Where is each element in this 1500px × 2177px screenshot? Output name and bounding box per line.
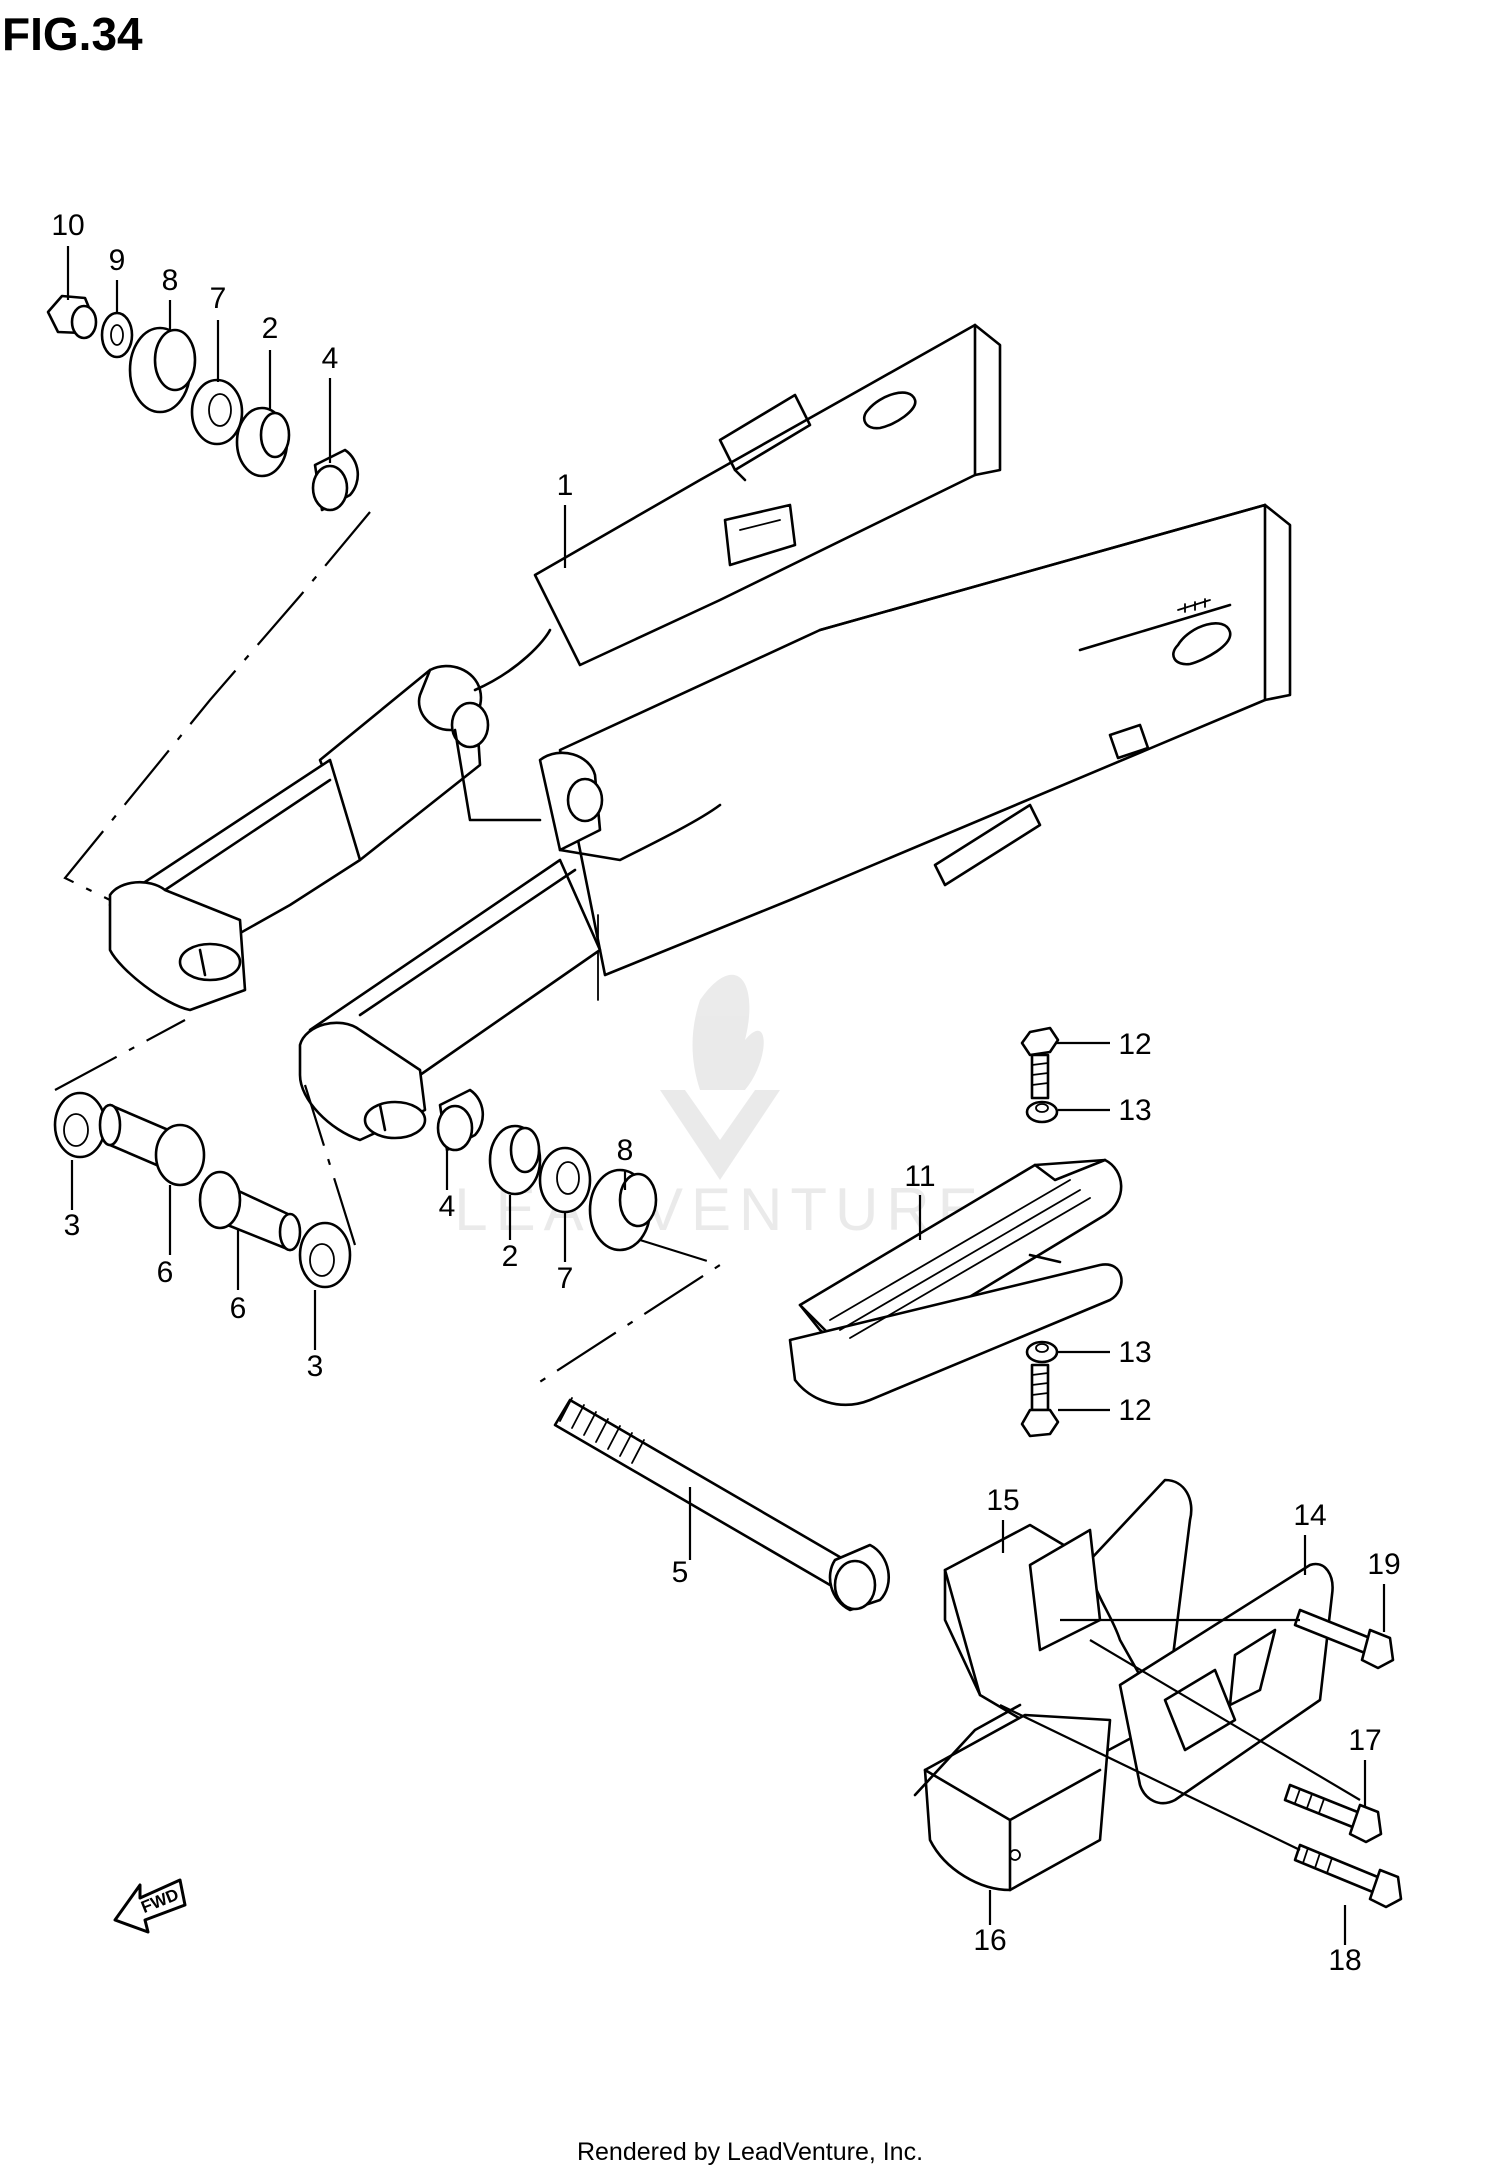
callout-18-bolt: 18 <box>1328 1944 1361 1977</box>
bearing-8b <box>588 1168 658 1252</box>
bearing-3b <box>298 1221 352 1289</box>
callout-15-guide: 15 <box>986 1484 1019 1517</box>
callout-8-lower: 8 <box>617 1134 634 1167</box>
callout-12-upper: 12 <box>1118 1028 1151 1061</box>
nut-10 <box>46 294 98 340</box>
callout-16-block: 16 <box>973 1924 1006 1957</box>
bushing-4a <box>311 448 359 512</box>
callout-1-swingarm: 1 <box>557 469 574 502</box>
chain-guide-plate-14 <box>1118 1562 1334 1805</box>
bearing-3a <box>53 1091 107 1159</box>
chain-guide-block-16 <box>913 1703 1112 1892</box>
chain-slider-11 <box>788 1158 1123 1407</box>
callout-13-lower: 13 <box>1118 1336 1151 1369</box>
callout-5-bolt: 5 <box>672 1556 689 1589</box>
swingarm <box>108 323 1292 1142</box>
callout-9-upper: 9 <box>109 244 126 277</box>
leader-lines <box>66 246 1386 1945</box>
figure-title: FIG.34 <box>2 8 143 60</box>
bolt-12b <box>1020 1363 1060 1438</box>
assembly-line-upper <box>63 511 371 901</box>
callout-14-plate: 14 <box>1293 1499 1326 1532</box>
collar-2a <box>235 406 291 478</box>
sleeve-6b <box>198 1170 302 1252</box>
washer-13a <box>1025 1100 1059 1124</box>
callout-3-left: 3 <box>64 1209 81 1242</box>
bolt-17 <box>1283 1783 1383 1844</box>
footer-credit: Rendered by LeadVenture, Inc. <box>577 2138 923 2166</box>
callout-7-upper: 7 <box>210 282 227 315</box>
callout-4-lower: 4 <box>439 1190 456 1223</box>
callout-19-bolt: 19 <box>1367 1548 1400 1581</box>
callout-13-upper: 13 <box>1118 1094 1151 1127</box>
callout-2-lower: 2 <box>502 1240 519 1273</box>
assembly-line-left <box>54 1019 186 1091</box>
fwd-arrow-icon: FWD <box>113 1878 187 1934</box>
watermark-logo: LEADVENTURE <box>454 974 978 1243</box>
callout-2-upper: 2 <box>262 312 279 345</box>
callout-8-upper: 8 <box>162 264 179 297</box>
callout-labels: 10 9 8 7 2 4 1 3 6 6 3 4 2 7 8 12 13 11 … <box>51 209 1400 1977</box>
seal-7a <box>190 378 244 446</box>
collar-2b <box>488 1124 542 1196</box>
bolt-12a <box>1020 1026 1060 1100</box>
washer-9 <box>100 311 134 359</box>
pivot-bolt-5 <box>553 1397 890 1612</box>
assembly-line-right <box>303 1084 357 1246</box>
callout-17-bolt: 17 <box>1348 1724 1381 1757</box>
callout-12-lower: 12 <box>1118 1394 1151 1427</box>
seal-7b <box>538 1146 592 1214</box>
callout-3-right: 3 <box>307 1350 324 1383</box>
callout-10-upper: 10 <box>51 209 84 242</box>
bolt-18 <box>1293 1843 1403 1909</box>
callout-4-upper: 4 <box>322 342 339 375</box>
callout-6-right: 6 <box>230 1292 247 1325</box>
callout-7-lower: 7 <box>557 1262 574 1295</box>
bearing-8a <box>128 326 197 414</box>
callout-11-slider: 11 <box>904 1160 935 1193</box>
washer-13b <box>1025 1340 1059 1364</box>
assembly-line-bolt <box>534 1238 723 1386</box>
callout-6-left: 6 <box>157 1256 174 1289</box>
bolt-19 <box>1293 1608 1395 1670</box>
sleeve-6a <box>98 1103 206 1187</box>
bushing-4b <box>436 1088 484 1152</box>
